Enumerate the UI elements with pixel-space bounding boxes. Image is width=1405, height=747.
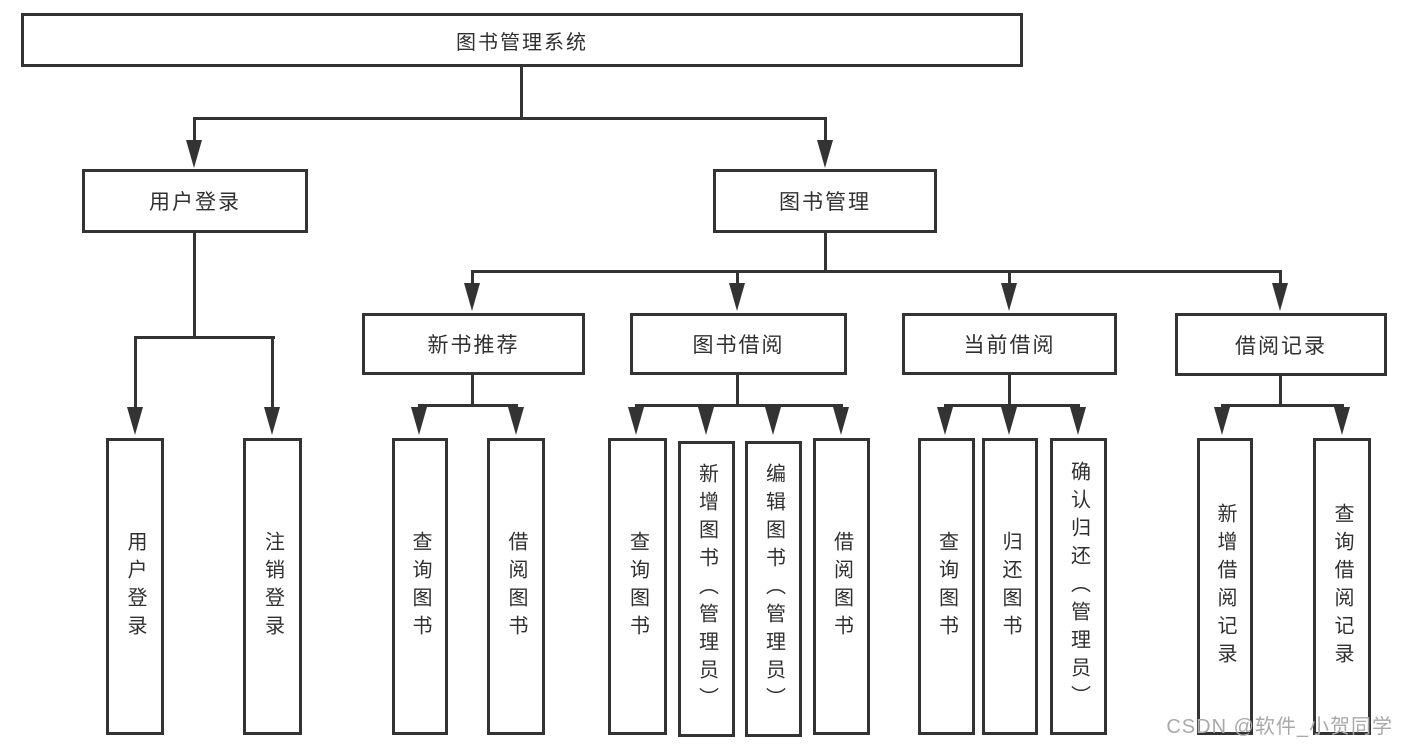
arrow-down-icon [411, 407, 427, 435]
arrow-down-icon [1272, 283, 1288, 311]
connector-line [471, 270, 1282, 273]
connector-line [418, 404, 518, 407]
arrow-down-icon [1001, 283, 1017, 311]
connector-line [134, 336, 137, 408]
node-book-borrow: 图书借阅 [630, 313, 847, 375]
arrow-down-icon [186, 140, 202, 168]
arrow-down-icon [1214, 407, 1230, 435]
arrow-down-icon [1070, 407, 1086, 435]
connector-line [635, 404, 843, 407]
leaf-add-borrow-record: 新增借阅记录 [1197, 438, 1253, 735]
arrow-down-icon [698, 407, 714, 435]
arrow-down-icon [464, 283, 480, 311]
connector-line [193, 233, 196, 338]
leaf-return-book: 归还图书 [982, 438, 1038, 735]
connector-line [471, 375, 474, 407]
leaf-query-books-b: 查询图书 [608, 438, 667, 735]
connector-line [1008, 270, 1011, 285]
connector-line [193, 117, 826, 120]
connector-line [824, 233, 827, 273]
connector-line [134, 336, 275, 339]
node-new-book-recommend: 新书推荐 [362, 313, 585, 375]
arrow-down-icon [937, 407, 953, 435]
node-borrow-records: 借阅记录 [1175, 313, 1387, 376]
connector-line [944, 404, 1080, 407]
node-book-management: 图书管理 [713, 169, 937, 233]
node-current-borrow: 当前借阅 [902, 313, 1117, 375]
watermark: CSDN @软件_小贺同学 [1166, 716, 1393, 738]
node-library-system: 图书管理系统 [21, 13, 1023, 67]
leaf-logout: 注销登录 [243, 438, 302, 735]
connector-line [1221, 404, 1344, 407]
arrow-down-icon [1334, 407, 1350, 435]
leaf-borrow-books-b: 借阅图书 [813, 438, 870, 735]
connector-line [1279, 270, 1282, 285]
connector-line [824, 117, 827, 144]
connector-line [1279, 376, 1282, 407]
leaf-confirm-return-admin: 确认归还（管理员） [1050, 438, 1107, 735]
arrow-down-icon [264, 407, 280, 435]
leaf-query-borrow-record: 查询借阅记录 [1313, 438, 1371, 735]
leaf-query-books-c: 查询图书 [918, 438, 975, 735]
leaf-query-books-a: 查询图书 [392, 438, 448, 735]
connector-line [520, 67, 523, 118]
connector-line [471, 270, 474, 285]
leaf-edit-book-admin: 编辑图书（管理员） [745, 441, 802, 737]
arrow-down-icon [628, 407, 644, 435]
connector-line [736, 375, 739, 407]
leaf-add-book-admin: 新增图书（管理员） [678, 441, 735, 737]
connector-line [193, 117, 196, 144]
connector-line [271, 336, 274, 408]
arrow-down-icon [729, 283, 745, 311]
arrow-down-icon [817, 140, 833, 168]
arrow-down-icon [1001, 407, 1017, 435]
connector-line [736, 270, 739, 285]
arrow-down-icon [127, 407, 143, 435]
arrow-down-icon [765, 407, 781, 435]
arrow-down-icon [508, 407, 524, 435]
leaf-borrow-books-a: 借阅图书 [487, 438, 545, 735]
node-user-login: 用户登录 [82, 169, 308, 233]
arrow-down-icon [833, 407, 849, 435]
connector-line [1008, 375, 1011, 407]
leaf-user-login: 用户登录 [106, 438, 164, 735]
